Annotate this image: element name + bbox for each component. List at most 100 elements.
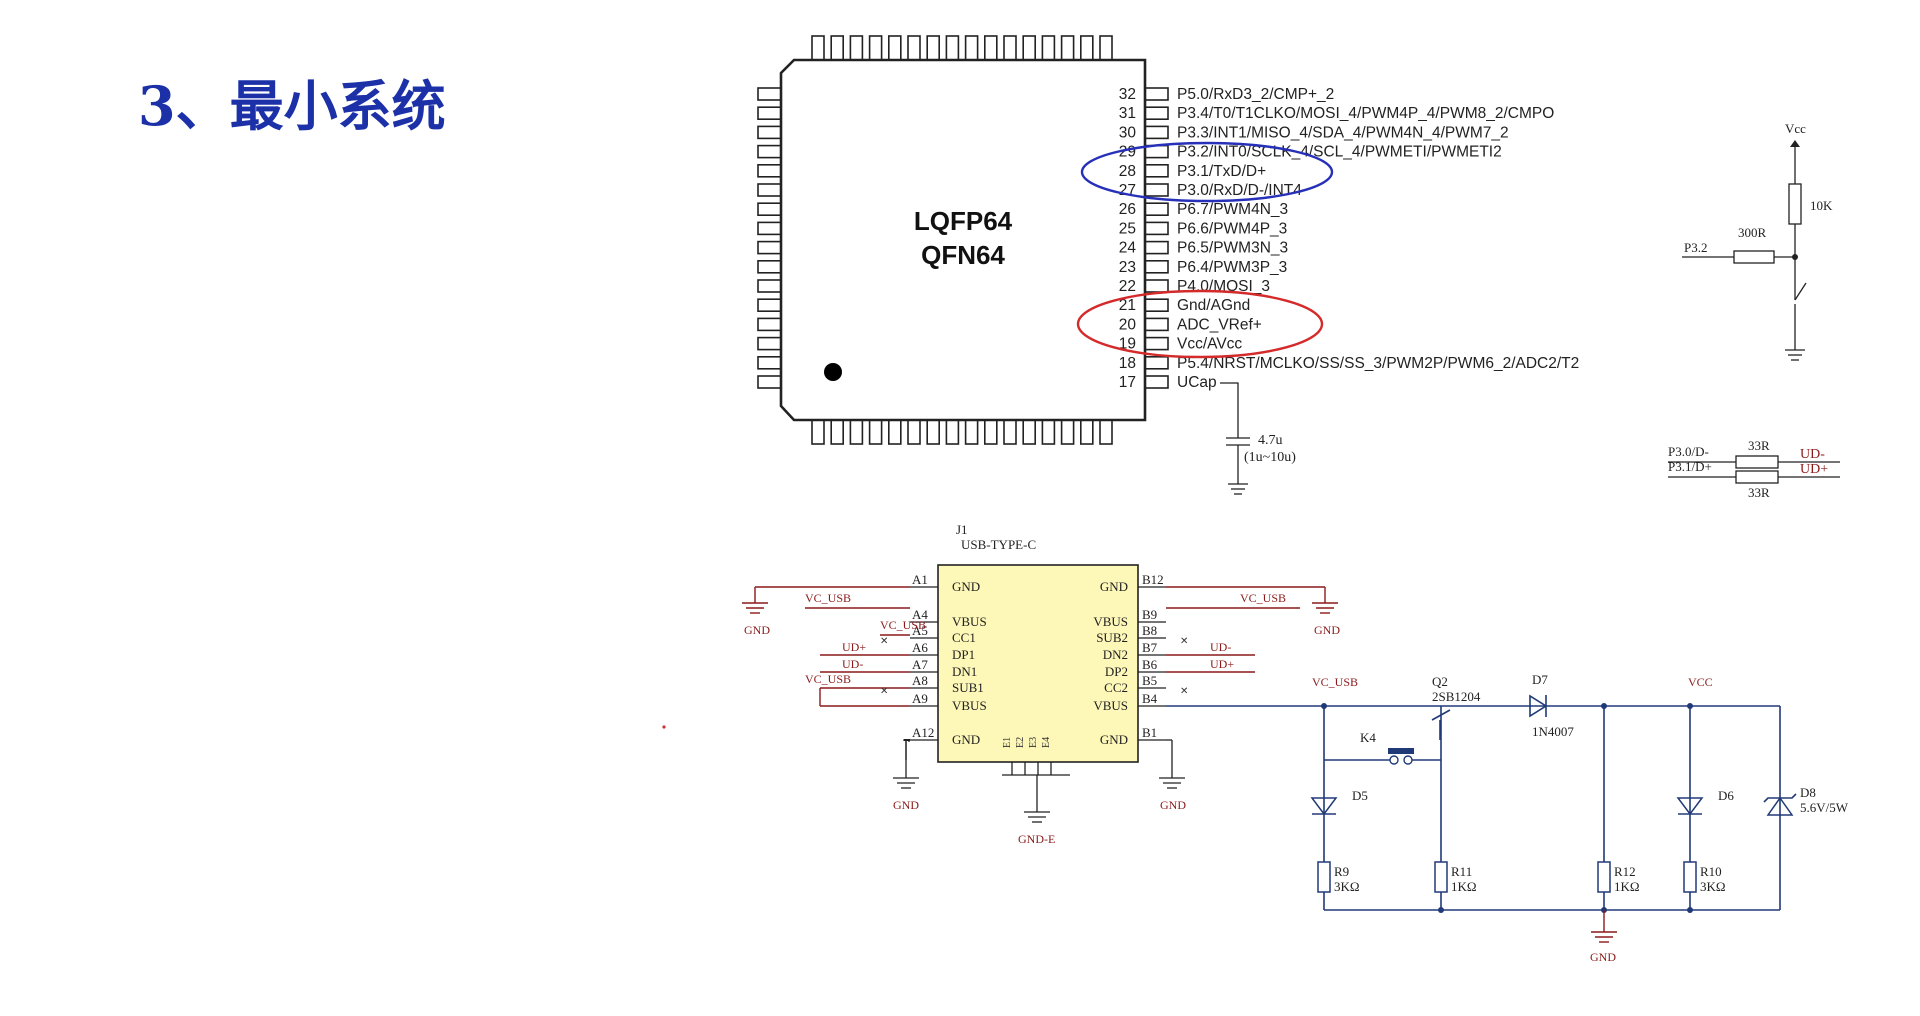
mcu-top-pad [811, 35, 825, 61]
connector-right-pin-id: B12 [1142, 572, 1164, 587]
mcu-pin-number: 23 [1119, 259, 1136, 276]
k4-ref: K4 [1360, 730, 1376, 745]
usb-out-udplus: UD+ [1800, 462, 1828, 477]
mcu-pin-number: 26 [1119, 201, 1136, 218]
q2-part: 2SB1204 [1432, 689, 1481, 704]
net-gnd-left: GND [744, 623, 770, 637]
mcu-bottom-pad [1080, 419, 1094, 445]
connector-shell-pin: E1 [1002, 737, 1013, 748]
connector-right-pin-id: B5 [1142, 673, 1157, 688]
mcu-bottom-pad [945, 419, 960, 445]
mcu-top-pad [907, 35, 921, 61]
mcu-top-pad [849, 35, 864, 61]
r9-value: 3KΩ [1334, 879, 1360, 894]
d8-value: 5.6V/5W [1800, 800, 1849, 815]
connector-shell-pin: E3 [1028, 737, 1039, 748]
mcu-left-pad [757, 375, 782, 389]
mcu-top-pad [1041, 35, 1056, 61]
connector-left-pin-id: A5 [912, 623, 928, 638]
d6-led-icon [1676, 797, 1704, 816]
mcu-right-pad [1144, 298, 1169, 313]
mcu-right-pad [1144, 317, 1169, 332]
connector-right-pin-id: B7 [1142, 640, 1158, 655]
connector-shell-pin: E4 [1041, 737, 1052, 748]
mcu-right-pad [1144, 164, 1169, 178]
mcu-pin-number: 22 [1119, 278, 1136, 295]
r10-value: 3KΩ [1700, 879, 1726, 894]
key-vcc-label: Vcc [1785, 121, 1806, 136]
nc-mark-a8: ✕ [880, 686, 888, 697]
d5-ref: D5 [1352, 788, 1368, 803]
mcu-left-pad [757, 221, 782, 236]
connector-left-pin-id: A12 [912, 725, 934, 740]
connector-left-pin-id: A6 [912, 640, 928, 655]
mcu-left-pad [757, 202, 782, 216]
nc-mark-b5: ✕ [1180, 686, 1188, 697]
nc-mark-b8: ✕ [1180, 636, 1188, 647]
r10-resistor [1683, 861, 1697, 893]
ucap-capacitor: 4.7u (1u~10u) [1220, 382, 1296, 495]
mcu-package-line1: LQFP64 [914, 206, 1013, 236]
key-switch [1794, 282, 1807, 301]
mcu-bottom-pad [830, 419, 845, 445]
mcu-right-pad [1144, 202, 1169, 216]
mcu-bottom-pad [887, 419, 902, 445]
power-vcusb-label: VC_USB [1312, 675, 1358, 689]
connector-right-pin-id: B1 [1142, 725, 1157, 740]
mcu-top-pad [868, 35, 883, 61]
mcu-pin-label: P5.4/NRST/MCLKO/SS/SS_3/PWM2P/PWM6_2/ADC… [1177, 355, 1579, 372]
net-gnd-b1: GND [1160, 798, 1186, 812]
net-udplus-left: UD+ [842, 640, 866, 654]
net-vcusb-left-a8: VC_USB [805, 672, 851, 686]
r9-ref: R9 [1334, 864, 1349, 879]
net-udplus-right: UD+ [1210, 657, 1234, 671]
mcu-top-pad [1080, 35, 1094, 61]
mcu-bottom-pad [1003, 419, 1017, 445]
mcu-left-pad [757, 336, 782, 351]
mcu-right-pad [1144, 183, 1169, 197]
mcu-bottom-pad [868, 419, 883, 445]
series-resistor [1733, 250, 1775, 264]
usb-net-dminus: P3.0/D- [1668, 444, 1709, 459]
net-udminus-right: UD- [1210, 640, 1231, 654]
connector-right-pin-name: GND [1100, 579, 1128, 594]
mcu-left-pad [757, 259, 782, 274]
mcu-bottom-pad [983, 419, 998, 445]
connector-right-pin-name: DP2 [1105, 664, 1128, 679]
r12-ref: R12 [1614, 864, 1636, 879]
mcu-top-pads [811, 35, 1113, 61]
connector-left-pin-name: CC1 [952, 630, 976, 645]
connector-right-pin-name: DN2 [1103, 647, 1128, 662]
nc-mark-a5: ✕ [880, 636, 888, 647]
mcu-left-pad [757, 144, 782, 159]
mcu-pin-number: 19 [1119, 336, 1136, 353]
mcu-pin-number: 30 [1119, 124, 1137, 141]
connector-right-pin-name: GND [1100, 732, 1128, 747]
mcu-bottom-pad [1060, 419, 1075, 445]
mcu-top-pad [1099, 35, 1113, 61]
mcu-pin-number: 18 [1119, 355, 1136, 372]
mcu-top-pad [1060, 35, 1075, 61]
r12-resistor [1597, 861, 1611, 893]
mcu-right-pad [1144, 125, 1169, 140]
mcu-left-pad [757, 240, 782, 255]
slide-title: 3、最小系统 [138, 74, 446, 138]
mcu-top-pad [983, 35, 998, 61]
connector-left-pin-name: GND [952, 732, 980, 747]
connector-left-pin-name: VBUS [952, 614, 987, 629]
connector-right-pin-name: VBUS [1093, 698, 1128, 713]
mcu-right-pad [1144, 279, 1169, 293]
power-switch-circuit: VC_USB VCC Q2 2SB1204 D7 1N4007 K4 [1310, 672, 1849, 964]
mcu-top-pad [926, 35, 941, 61]
mcu-left-pads [757, 87, 782, 389]
k4-switch-button [1388, 748, 1414, 754]
mcu-pin-label: P6.6/PWM4P_3 [1177, 220, 1287, 237]
ucap-range: (1u~10u) [1244, 450, 1296, 465]
connector-shell-pin: E2 [1015, 737, 1026, 748]
r11-ref: R11 [1451, 864, 1472, 879]
connector-left-pin-id: A9 [912, 691, 928, 706]
mcu-pin-label: Gnd/AGnd [1177, 297, 1250, 314]
mcu-left-pad [757, 279, 782, 293]
